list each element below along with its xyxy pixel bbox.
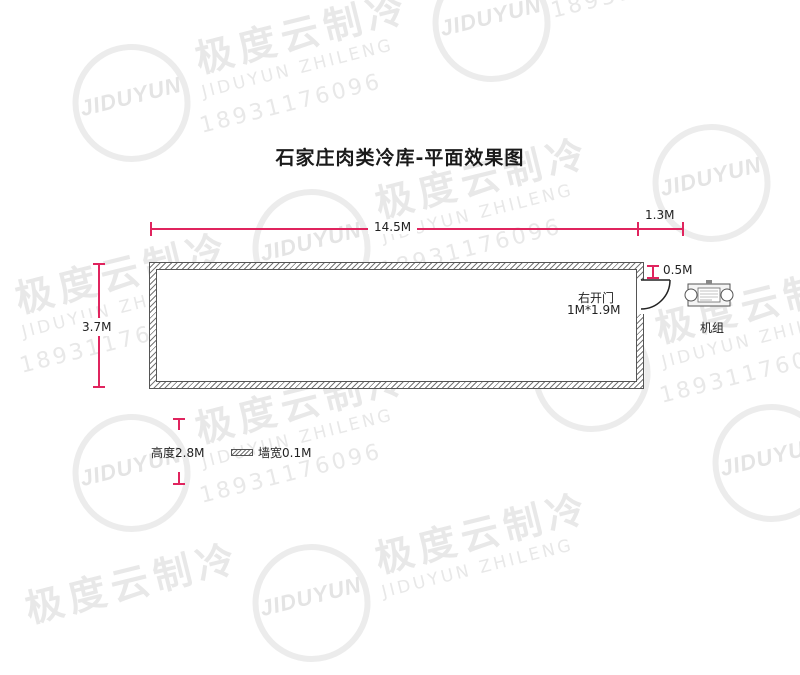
- wall-hatch-swatch: [231, 449, 253, 456]
- cold-room-inner-edge: [156, 269, 637, 382]
- door-swing: [640, 279, 671, 310]
- unit-gap-label: 1.3M: [645, 208, 675, 222]
- cold-room-outer-edge: [149, 262, 644, 389]
- door-size-label: 1M*1.9M: [567, 303, 621, 317]
- height-legend-tick-bottom: [173, 483, 185, 485]
- depth-dimension-tick-bottom: [93, 386, 105, 388]
- diagram-title: 石家庄肉类冷库-平面效果图: [275, 147, 525, 169]
- depth-dimension-tick-top: [93, 263, 105, 265]
- unit-gap-dimension-tick: [682, 222, 684, 236]
- length-label: 14.5M: [368, 220, 418, 234]
- length-dimension-tick-left: [150, 222, 152, 236]
- cold-room-walls: [149, 262, 644, 389]
- door-offset-tick-bottom: [647, 277, 659, 279]
- door-opening: [637, 280, 645, 314]
- depth-label: 3.7M: [82, 318, 112, 336]
- watermark-phone: 18931176096: [549, 0, 736, 24]
- watermark-brand: 极度云制冷: [20, 535, 245, 632]
- door-offset-tick-top: [647, 265, 659, 267]
- refrigeration-unit-icon: [684, 280, 734, 307]
- door-offset-label: 0.5M: [663, 263, 693, 277]
- door-offset-line: [652, 266, 654, 278]
- unit-label: 机组: [700, 321, 725, 335]
- height-legend-line-bottom: [178, 472, 180, 484]
- unit-gap-dimension-line: [638, 228, 683, 230]
- height-legend-line-top: [178, 418, 180, 430]
- height-label: 高度2.8M: [151, 446, 205, 460]
- door-label: 右开门: [578, 291, 615, 305]
- wall-width-label: 墙宽0.1M: [258, 446, 312, 460]
